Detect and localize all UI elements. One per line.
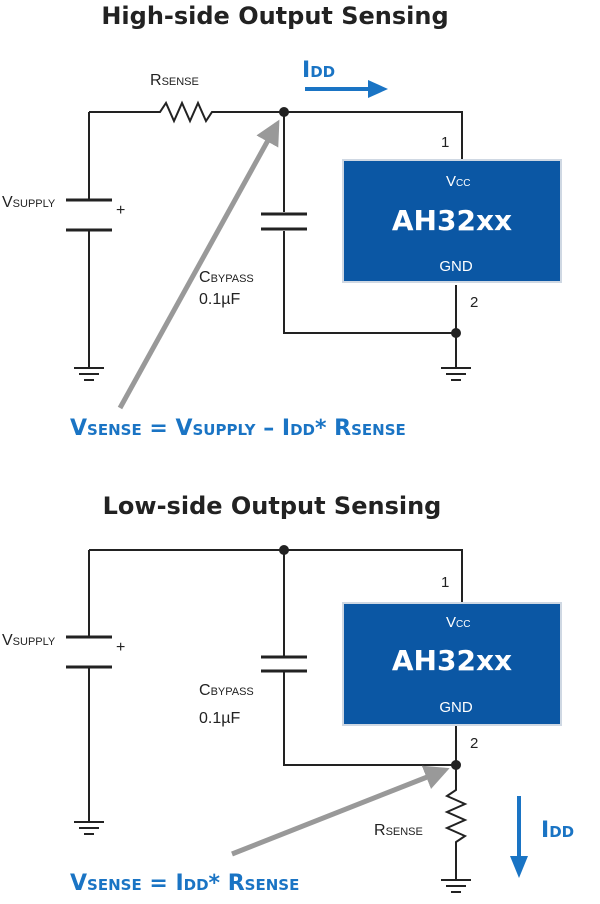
high-side-pin1: 1	[441, 134, 449, 151]
high-side-title: High-side Output Sensing	[101, 2, 448, 30]
high-side-bypass-capacitor	[261, 212, 307, 231]
high-side-pin2: 2	[470, 294, 478, 311]
low-side-title: Low-side Output Sensing	[103, 492, 442, 520]
low-side-supply-symbol	[66, 635, 112, 669]
high-side-ground-left-icon	[74, 367, 104, 381]
high-side-plus-sign: +	[116, 202, 125, 219]
low-side-chip-name: AH32xx	[392, 644, 512, 677]
low-side-ground-right-icon	[441, 879, 471, 893]
high-side-junction-top	[279, 107, 289, 117]
low-side-junction-sense	[451, 760, 461, 770]
high-side-cbypass-value: 0.1µF	[199, 291, 240, 308]
high-side-equation: VSENSE = VSUPPLY – IDD* RSENSE	[70, 416, 406, 441]
high-side-pointer-arrow-icon	[117, 119, 280, 410]
low-side-pin2: 2	[470, 735, 478, 752]
high-side-chip-vcc: VCC	[446, 173, 470, 190]
low-side-cbypass-value: 0.1µF	[199, 710, 240, 727]
low-side-pin1: 1	[441, 574, 449, 591]
low-side-vsupply-label: VSUPPLY	[2, 632, 56, 649]
low-side-cbypass-label: CBYPASS	[199, 682, 254, 699]
high-side-supply-symbol	[66, 198, 112, 232]
low-side-ground-left-icon	[74, 821, 104, 835]
high-side-cbypass-label: CBYPASS	[199, 269, 254, 286]
low-side-rsense-label: RSENSE	[374, 822, 423, 839]
high-side-vsupply-label: VSUPPLY	[2, 194, 56, 211]
low-side-chip-gnd: GND	[439, 699, 473, 716]
high-side-chip-gnd: GND	[439, 258, 473, 275]
high-side-ground-right-icon	[441, 367, 471, 381]
high-side-junction-gnd	[451, 328, 461, 338]
low-side-idd-arrow-icon	[510, 796, 528, 878]
low-side-pointer-arrow-icon	[231, 765, 450, 857]
low-side-junction-top	[279, 545, 289, 555]
high-side-chip: VCC AH32xx GND	[342, 159, 562, 283]
low-side-plus-sign: +	[116, 639, 125, 656]
low-side-chip-vcc: VCC	[446, 614, 470, 631]
high-side-idd-arrow-icon	[305, 80, 388, 98]
low-side-diagram: Low-side Output Sensing VSUPPLY	[2, 492, 574, 896]
high-side-wires	[88, 100, 463, 368]
low-side-idd-label: IDD	[541, 818, 574, 843]
high-side-idd-label: IDD	[302, 58, 335, 83]
low-side-chip: VCC AH32xx GND	[342, 602, 562, 726]
high-side-chip-name: AH32xx	[392, 204, 512, 237]
high-side-diagram: High-side Output Sensing	[2, 2, 562, 441]
low-side-bypass-capacitor	[261, 655, 307, 673]
high-side-rsense-label: RSENSE	[150, 72, 199, 89]
low-side-wires	[88, 549, 468, 880]
low-side-equation: VSENSE = IDD* RSENSE	[70, 871, 299, 896]
